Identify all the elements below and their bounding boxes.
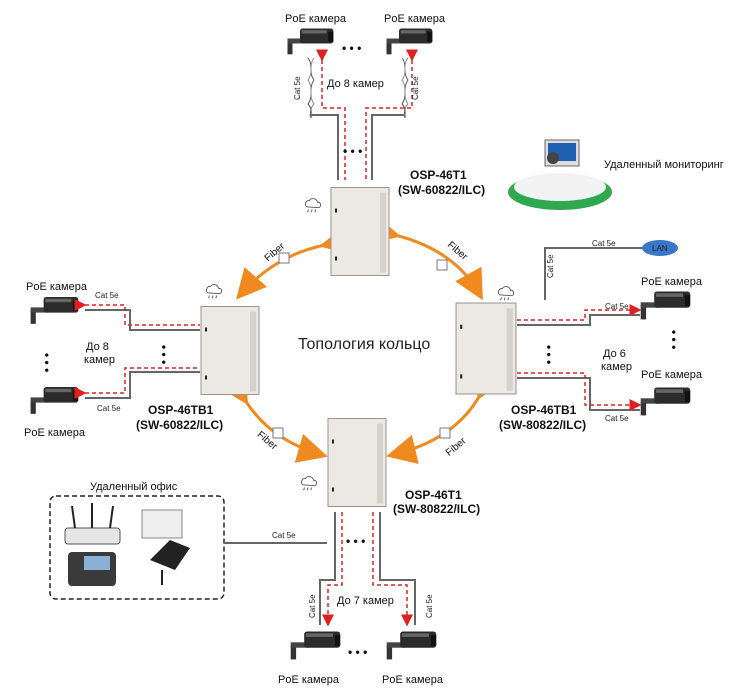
- poe-camera-icon: [386, 28, 433, 55]
- cabinet-left-model: OSP-46TB1: [148, 403, 214, 417]
- poe-camera-icon: [640, 291, 691, 320]
- camera-label: PoE камера: [641, 276, 703, 288]
- dots: • • •: [343, 144, 362, 158]
- cabinet-bottom: [327, 417, 387, 508]
- camera-label: PoE камера: [382, 674, 444, 686]
- poe-power-line: [316, 49, 346, 180]
- fiber-link-top-right: [368, 214, 483, 301]
- lan-label: LAN: [652, 244, 668, 253]
- cabinet-bottom-switch: (SW-80822/ILC): [393, 502, 480, 516]
- dots: • • •: [342, 41, 361, 55]
- lan-cloud-icon: [642, 240, 678, 256]
- poe-camera-icon: [290, 631, 341, 660]
- cable-label: Cat 5e: [95, 291, 119, 300]
- right-camera-count-1: До 6: [603, 348, 626, 360]
- left-camera-count-2: камер: [84, 354, 115, 366]
- cabinet-right-switch: (SW-80822/ILC): [499, 418, 586, 432]
- remote-monitoring-label: Удаленный мониторинг: [604, 159, 724, 171]
- cable-label: Cat 5e: [293, 76, 302, 100]
- poe-camera-icon: [640, 387, 691, 416]
- bottom-camera-count: До 7 камер: [337, 595, 394, 607]
- camera-label: PoE камера: [24, 427, 86, 439]
- cable-label: Cat 5e: [592, 239, 616, 248]
- dots: • • •: [346, 534, 365, 548]
- cable-label: Cat 5e: [272, 531, 296, 540]
- poe-camera-icon: [30, 387, 79, 414]
- fiber-connector-icon: [439, 427, 451, 439]
- cable-label: Cat 5e: [425, 594, 434, 618]
- fiber-link-bottom-right: [386, 366, 505, 465]
- poe-camera-icon: [287, 28, 334, 55]
- camera-label: PoE камера: [285, 13, 347, 25]
- cable-label: Cat 5e: [605, 414, 629, 423]
- cable: [307, 58, 315, 118]
- poe-camera-icon: [30, 297, 79, 324]
- right-camera-count-2: камер: [601, 361, 632, 373]
- center-title: Топология кольцо: [298, 336, 430, 353]
- cabinet-top-switch: (SW-60822/ILC): [398, 183, 485, 197]
- cabinet-left-switch: (SW-60822/ILC): [136, 418, 223, 432]
- dots: • • •: [542, 345, 556, 364]
- weather-icon: [301, 476, 318, 491]
- left-camera-count-1: До 8: [86, 341, 109, 353]
- cable-label: Cat 5e: [411, 76, 420, 100]
- weather-icon: [206, 284, 223, 299]
- dots: • • •: [348, 645, 367, 659]
- router-icon: [64, 527, 121, 545]
- cable: [401, 58, 409, 118]
- poe-camera-icon: [386, 631, 437, 660]
- cabinet-top-model: OSP-46T1: [410, 168, 467, 182]
- cabinet-top: [330, 186, 390, 277]
- remote-office-label: Удаленный офис: [90, 481, 178, 493]
- cable-label: Cat 5e: [546, 254, 555, 278]
- fiber-connector-icon: [436, 259, 448, 271]
- cabinet-left: [200, 305, 260, 396]
- fiber-ring: [219, 214, 505, 465]
- cabinet-right-model: OSP-46TB1: [511, 403, 577, 417]
- cabinet-right: [455, 302, 517, 395]
- cabinet-bottom-model: OSP-46T1: [405, 488, 462, 502]
- cable-label: Cat 5e: [97, 404, 121, 413]
- operator-icon: [547, 152, 559, 164]
- workstation-icon: [141, 509, 183, 539]
- dots: • • •: [667, 330, 681, 349]
- remote-office-box: [49, 495, 225, 600]
- camera-label: PoE камера: [641, 369, 703, 381]
- office-chair-icon: [150, 540, 190, 570]
- camera-label: PoE камера: [278, 674, 340, 686]
- cable-label: Cat 5e: [605, 302, 629, 311]
- camera-label: PoE камера: [26, 281, 88, 293]
- top-camera-count: До 8 камер: [327, 78, 384, 90]
- dots: • • •: [40, 353, 54, 372]
- cable-label: Cat 5e: [308, 594, 317, 618]
- fiber-connector-icon: [278, 252, 290, 264]
- poe-power-line: [365, 49, 418, 180]
- weather-icon: [305, 198, 322, 213]
- camera-label: PoE камера: [384, 13, 446, 25]
- dots: • • •: [157, 345, 171, 364]
- fiber-label-bottom-right: Fiber: [444, 435, 469, 459]
- weather-icon: [498, 286, 515, 301]
- fiber-connector-icon: [272, 427, 284, 439]
